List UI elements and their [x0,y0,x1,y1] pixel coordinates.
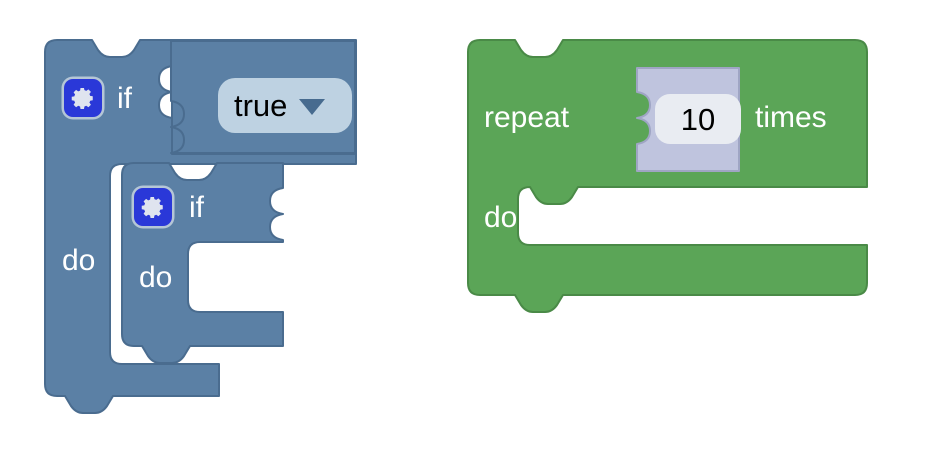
if-outer-label-if: if [117,82,132,115]
if-outer-label-do: do [62,244,96,277]
repeat-label-times: times [755,101,827,134]
mutator-gear-icon-if-inner[interactable] [134,188,172,226]
repeat-block-path [467,39,868,313]
repeat-label-repeat: repeat [484,101,570,134]
mutator-gear-icon-if-outer[interactable] [64,79,102,117]
if-inner-label-if: if [189,191,204,224]
gear-icon-glyph [71,88,93,110]
if-inner-label-do: do [139,261,173,294]
repeat-label-do: do [484,201,518,234]
gear-icon-glyph [141,197,163,219]
repeat-count-number-field[interactable]: 10 [655,94,741,144]
dropdown-value-label: true [234,88,288,123]
number-field-value: 10 [680,101,716,137]
if-outer-condition-dropdown[interactable]: true [218,78,352,133]
chevron-down-icon [299,98,326,115]
